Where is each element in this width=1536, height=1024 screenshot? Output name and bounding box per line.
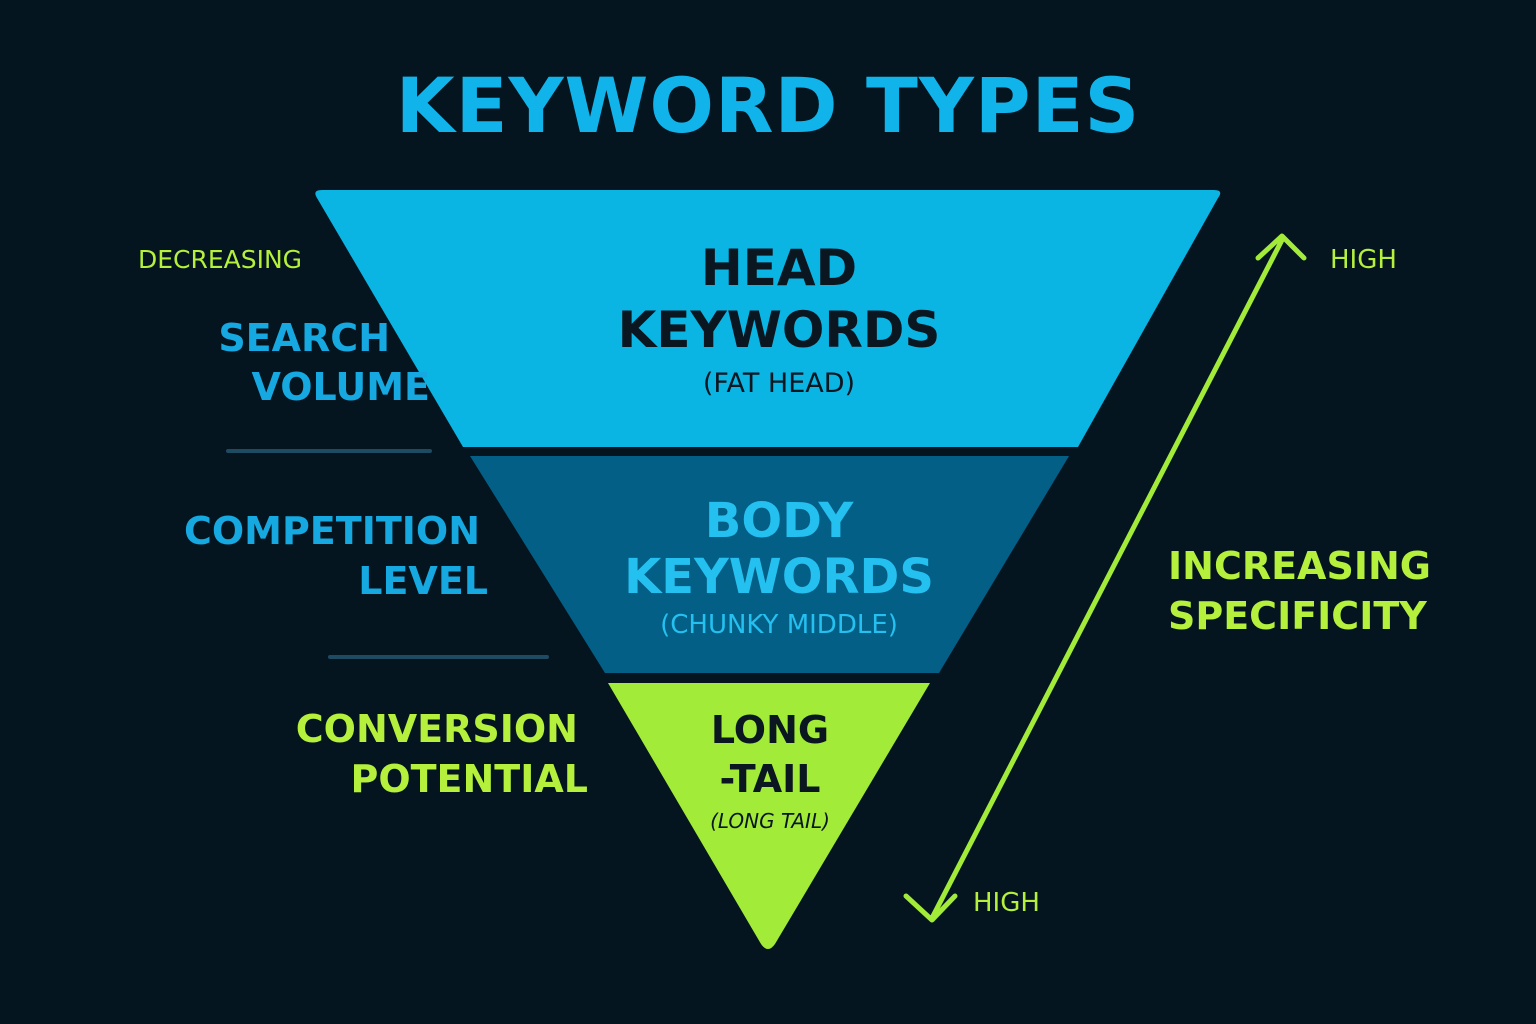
body-keywords-line1: BODY	[704, 493, 854, 549]
specificity-arrow	[903, 233, 1307, 923]
conversion-potential-label-line1: CONVERSION	[295, 707, 578, 751]
head-keywords-subtitle: (FAT HEAD)	[702, 368, 856, 399]
competition-level-label-line1: COMPETITION	[183, 509, 480, 553]
arrow-head-down-icon	[903, 893, 958, 923]
long-tail-line2: -TAIL	[719, 757, 821, 801]
high-top-label: HIGH	[1330, 245, 1397, 275]
high-bottom-label: HIGH	[973, 888, 1040, 918]
body-keywords-subtitle: (CHUNKY MIDDLE)	[660, 610, 898, 640]
increasing-specificity-label-line2: SPECIFICITY	[1168, 594, 1427, 638]
search-volume-label-line1: SEARCH	[218, 316, 390, 360]
page-title: KEYWORD TYPES	[395, 61, 1141, 150]
long-tail-subtitle: (LONG TAIL)	[710, 809, 830, 833]
conversion-potential-label-line2: POTENTIAL	[350, 757, 588, 801]
decreasing-label: DECREASING	[137, 245, 303, 274]
head-keywords-line1: HEAD	[700, 239, 858, 297]
increasing-specificity-label-line1: INCREASING	[1168, 544, 1431, 588]
funnel-body-segment	[470, 456, 1069, 673]
search-volume-label-line2: VOLUME	[251, 365, 430, 409]
long-tail-line1: LONG	[710, 708, 830, 752]
body-keywords-line2: KEYWORDS	[624, 549, 934, 605]
head-keywords-line2: KEYWORDS	[617, 301, 941, 359]
funnel-head-segment	[315, 190, 1221, 447]
arrow-head-up-icon	[1255, 233, 1307, 261]
funnel-long-tail-segment	[608, 683, 930, 949]
competition-level-label-line2: LEVEL	[358, 559, 488, 603]
